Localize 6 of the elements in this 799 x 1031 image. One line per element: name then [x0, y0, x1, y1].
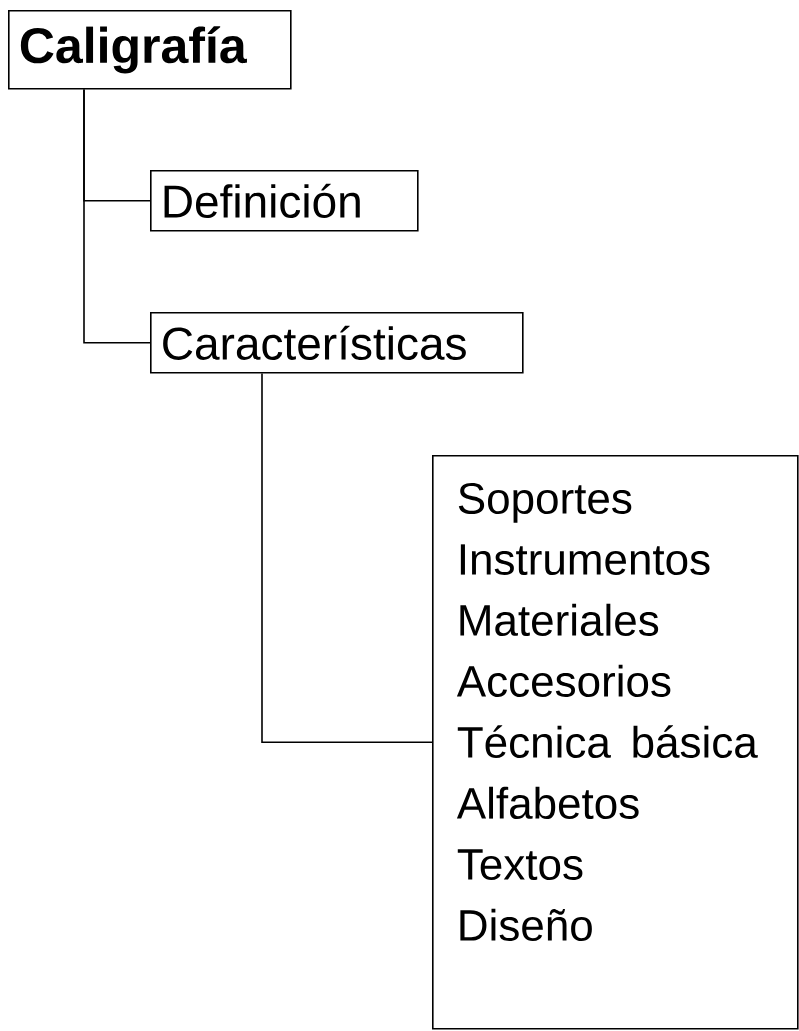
list-box: Soportes Instrumentos Materiales Accesorios Técnica básica Alfabetos Textos Diseño — [432, 455, 799, 1030]
connector-line — [83, 88, 151, 344]
topic-box: Características — [150, 312, 524, 374]
connector-line — [261, 372, 433, 744]
topic-box: Definición — [150, 170, 419, 232]
title-box: Caligrafía — [8, 10, 292, 90]
